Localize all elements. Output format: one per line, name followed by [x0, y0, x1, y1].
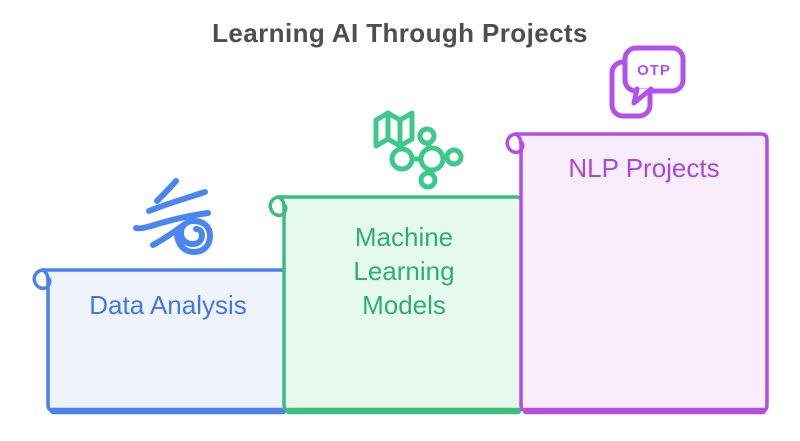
corner-curl-stroke — [268, 195, 288, 218]
swoosh-stroke — [133, 210, 211, 232]
step-label-data-analysis: Data Analysis — [89, 290, 247, 320]
speech-bubble-tail — [631, 86, 654, 106]
map-network-graph-icon — [370, 106, 466, 190]
step-box-nlp-projects — [504, 130, 770, 415]
otp-chat-phone-icon: OTP — [608, 45, 688, 121]
graph-node — [389, 146, 415, 172]
corner-curl-stroke — [32, 268, 52, 291]
map-icon — [373, 110, 415, 149]
graph-edge — [426, 167, 433, 176]
otp-badge-text: OTP — [637, 62, 671, 79]
graph-node — [418, 145, 446, 173]
swoosh-stroke — [146, 189, 208, 214]
step-shape — [505, 132, 769, 415]
corner-curl-stroke — [505, 132, 525, 155]
swoosh-stroke — [154, 178, 179, 204]
speech-bubble-icon — [622, 45, 686, 94]
graph-node — [417, 126, 437, 146]
diagram-title: Learning AI Through Projects — [212, 18, 588, 48]
step-label-nlp-projects: NLP Projects — [568, 153, 720, 183]
step-label-machine-learning-models: Machine Learning Models — [353, 222, 455, 320]
wind-swirl-icon — [127, 173, 232, 263]
graph-node — [444, 147, 464, 167]
graph-edge — [425, 141, 433, 151]
swoosh-stroke — [150, 223, 185, 248]
